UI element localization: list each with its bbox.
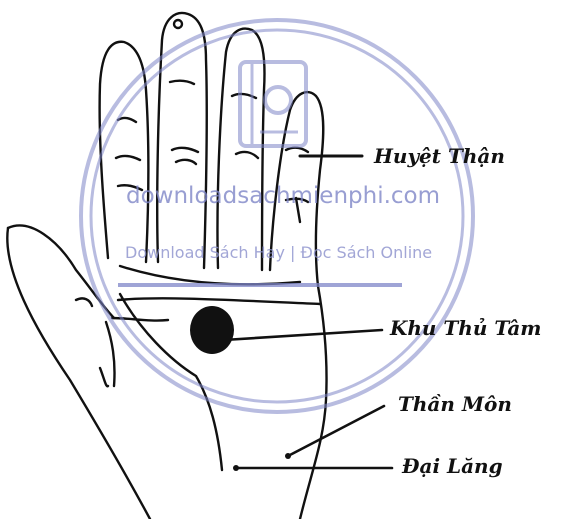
leader-than-mon xyxy=(288,406,384,456)
watermark-site: downloadsachmienphi.com xyxy=(126,183,440,209)
khu-thu-tam-region xyxy=(190,306,234,354)
palm-right-edge xyxy=(300,286,327,519)
label-khu-thu-tam: Khu Thủ Tâm xyxy=(390,316,541,340)
at-sign-icon xyxy=(265,87,291,113)
label-huyet-than: Huyệt Thận xyxy=(374,144,505,168)
head-line xyxy=(118,298,320,304)
heart-line xyxy=(120,266,300,284)
middle-finger-outline xyxy=(157,13,207,268)
than-mon-point xyxy=(285,453,291,459)
label-dai-lang: Đại Lăng xyxy=(402,454,503,478)
watermark-logo xyxy=(81,20,473,412)
watermark-underline xyxy=(118,283,402,287)
label-than-mon: Thần Môn xyxy=(398,392,512,416)
leader-khu-thu-tam xyxy=(224,330,382,340)
watermark-tagline: Download Sách Hay | Đọc Sách Online xyxy=(125,243,432,262)
dai-lang-point xyxy=(233,465,239,471)
watermark-ring-outer xyxy=(81,20,473,412)
